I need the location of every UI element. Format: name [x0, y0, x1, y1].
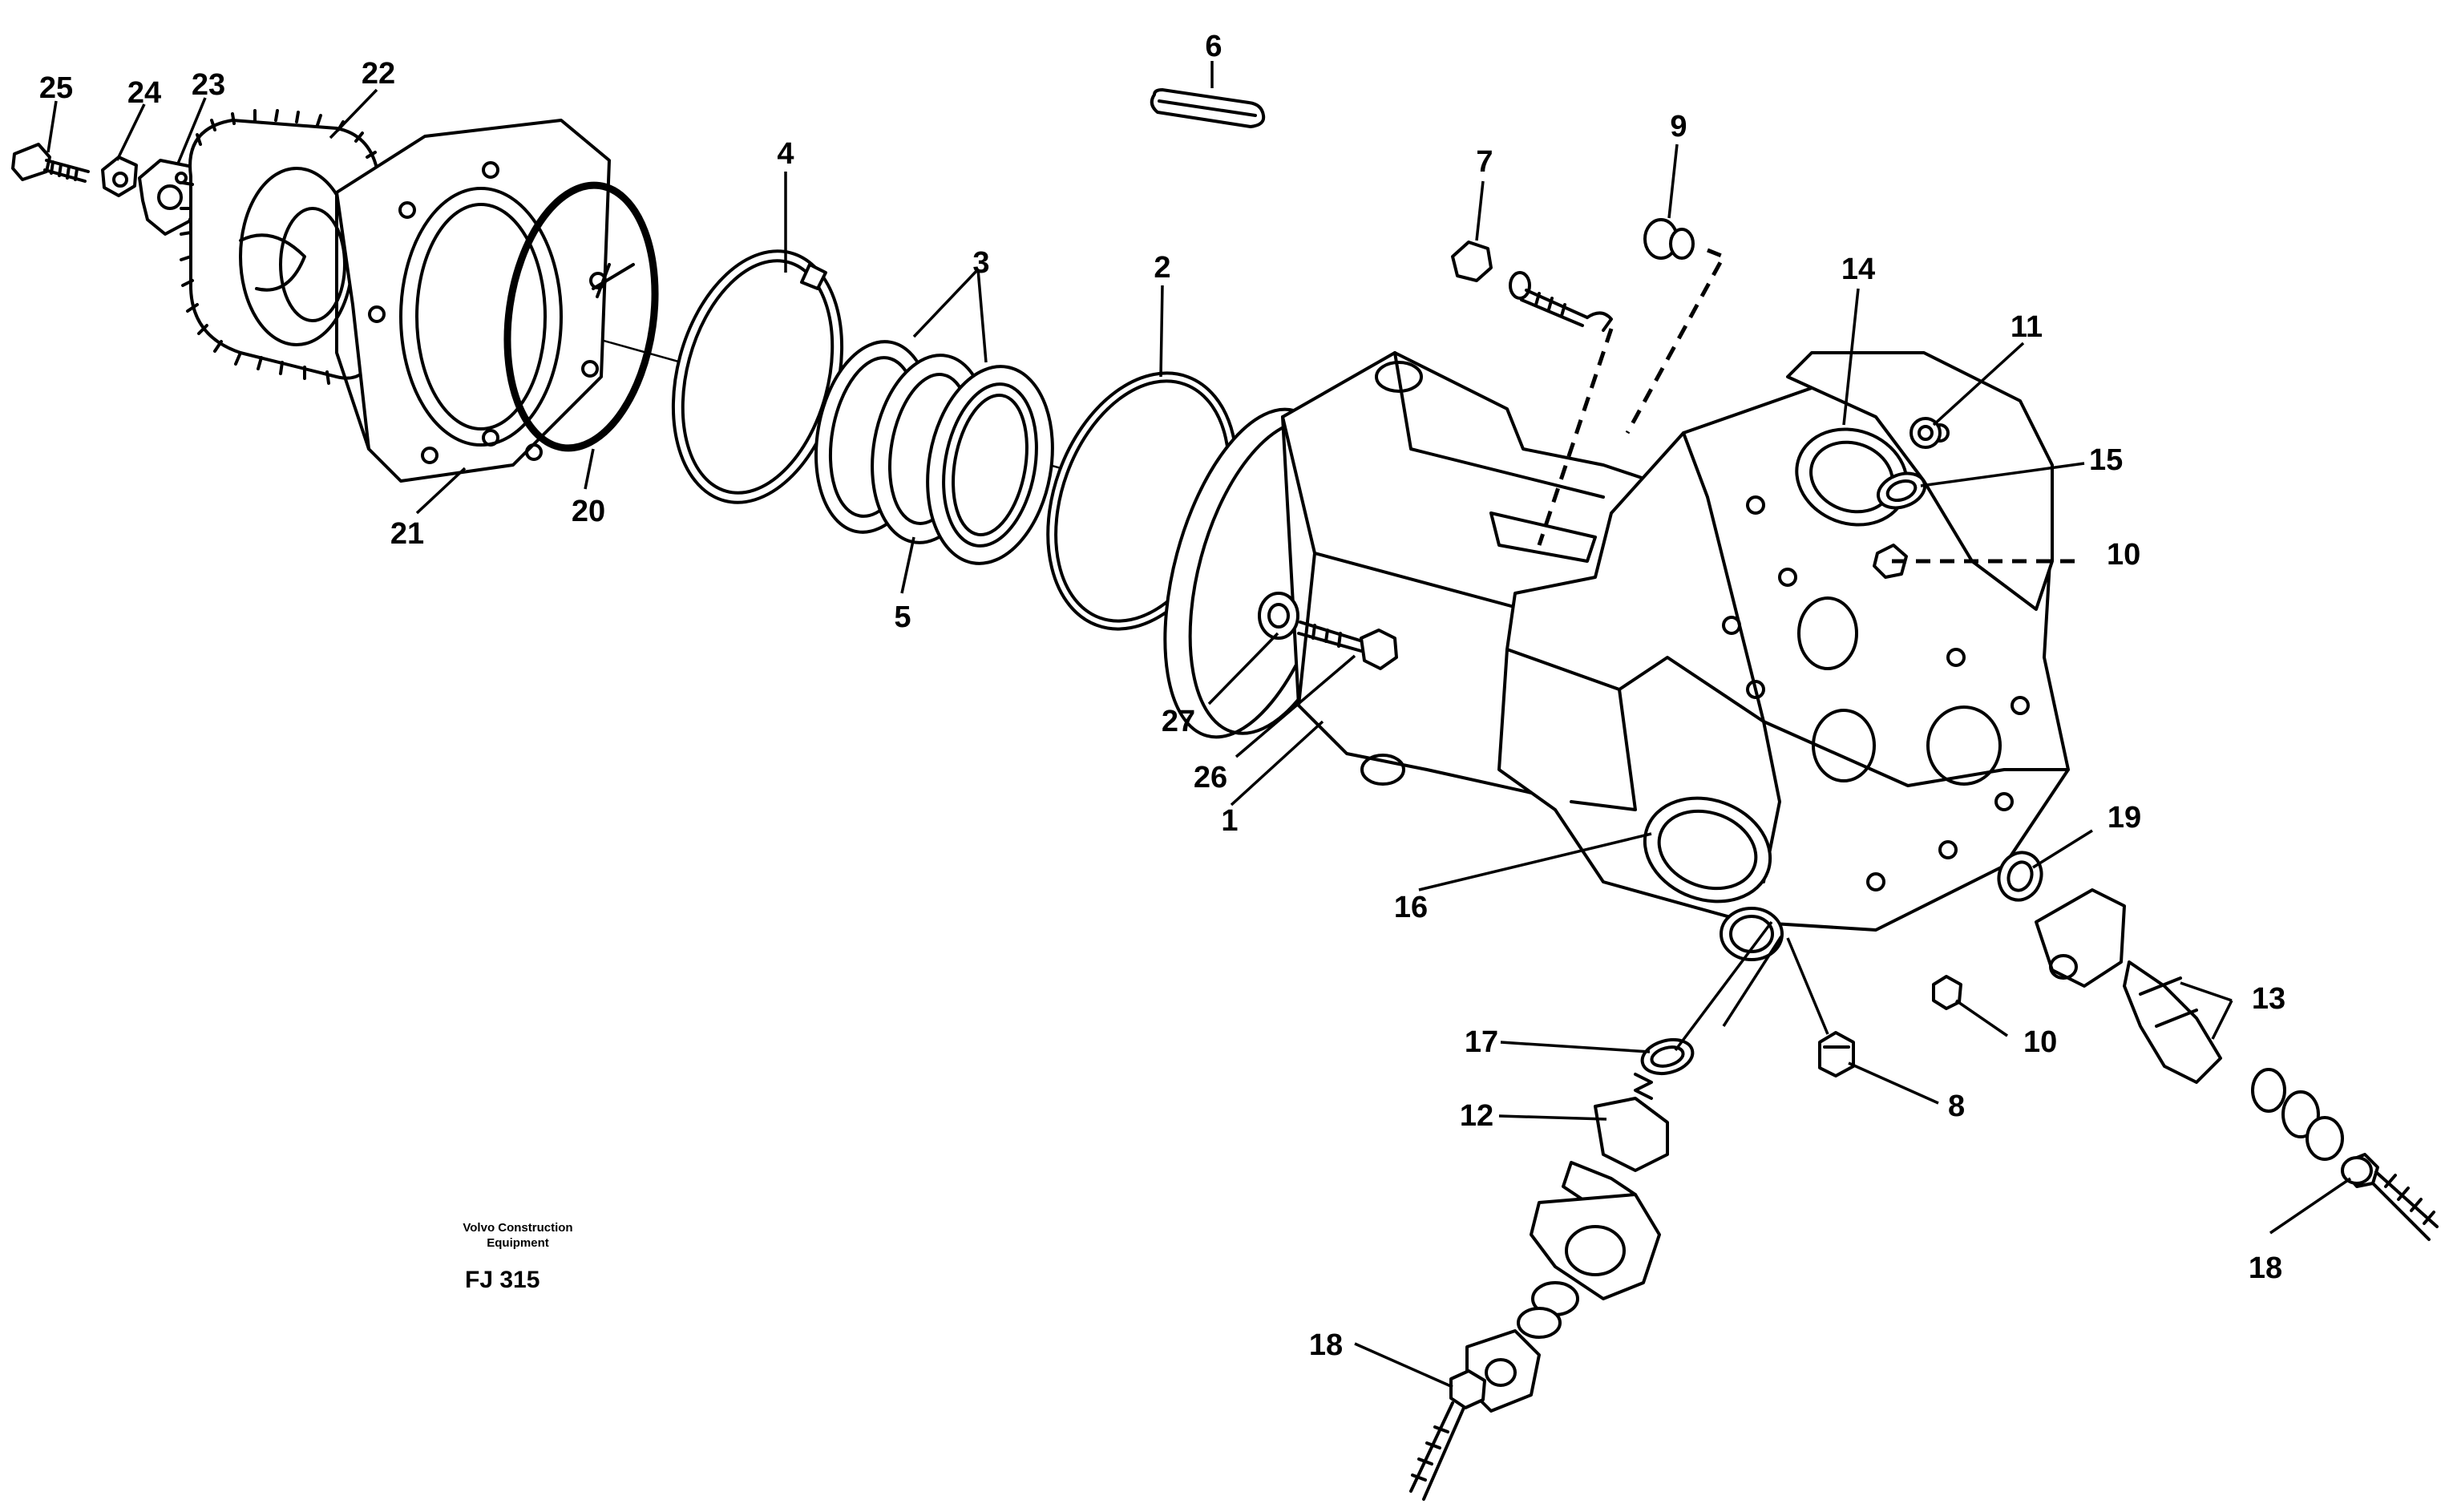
- part-6-key: [1150, 88, 1266, 128]
- part-27-washer: [1258, 592, 1299, 640]
- part-22-gear: [180, 109, 378, 385]
- callout-18-lower: 18: [1309, 1328, 1343, 1362]
- callout-20: 20: [572, 495, 605, 528]
- callout-2: 2: [1154, 251, 1170, 285]
- callout-13: 13: [2252, 982, 2285, 1016]
- callout-4: 4: [777, 137, 794, 171]
- callout-17: 17: [1465, 1025, 1498, 1059]
- callout-15: 15: [2089, 443, 2123, 477]
- part-25-bolt: [11, 143, 90, 183]
- part-20-o-ring: [503, 181, 659, 452]
- callout-26: 26: [1194, 761, 1227, 794]
- callout-19: 19: [2108, 801, 2141, 835]
- callout-23: 23: [192, 68, 225, 102]
- part-17-seal-ring: [1640, 1037, 1695, 1076]
- callout-24: 24: [127, 76, 161, 110]
- callout-12: 12: [1460, 1099, 1493, 1133]
- callout-1: 1: [1221, 804, 1238, 838]
- part-valve-block: [1497, 351, 2070, 961]
- callout-18-upper: 18: [2249, 1251, 2282, 1285]
- part-18-lock-nut-lower: [1409, 1369, 1486, 1501]
- part-15-seal-ring: [1876, 471, 1927, 510]
- callout-9: 9: [1670, 110, 1687, 144]
- callout-10-lower: 10: [2023, 1025, 2057, 1059]
- callout-5: 5: [894, 600, 911, 634]
- caption-figure-code: FJ 315: [465, 1267, 540, 1293]
- part-13-relief-valve-right: [2035, 888, 2439, 1241]
- leader-lines: [46, 61, 2351, 1389]
- callout-3: 3: [972, 246, 989, 280]
- install-path-9: [1625, 248, 1727, 435]
- callout-25: 25: [39, 71, 73, 105]
- callout-8: 8: [1948, 1090, 1965, 1123]
- callout-16: 16: [1394, 891, 1428, 924]
- callout-7: 7: [1476, 145, 1493, 179]
- part-21-flange-cover: [335, 119, 611, 483]
- figure-caption: Volvo Construction Equipment FJ 315: [463, 1221, 572, 1293]
- part-10-plug-upper: [1873, 544, 1908, 579]
- callout-10-upper: 10: [2107, 538, 2140, 572]
- part-10-plug-lower: [1932, 975, 1962, 1010]
- callout-labels: 25 24 23 22 21 20 4 3 5 2 6 7 9 14 11 15…: [39, 30, 2285, 1362]
- caption-company-line1: Volvo Construction: [463, 1221, 572, 1235]
- part-24-washer: [101, 156, 138, 197]
- callout-22: 22: [362, 57, 395, 91]
- part-8-plug: [1818, 1031, 1855, 1077]
- part-26-bolt: [1297, 621, 1398, 670]
- part-19-seal-ring: [1997, 851, 2043, 902]
- callout-21: 21: [390, 517, 424, 551]
- callout-11: 11: [2011, 310, 2043, 344]
- install-path-7: [1537, 328, 1614, 546]
- caption-company-line2: Equipment: [487, 1236, 549, 1250]
- callout-6: 6: [1205, 30, 1222, 63]
- part-18-lock-nut-upper: [2341, 1156, 2373, 1185]
- part-9-plug: [1643, 218, 1695, 260]
- part-11-plug: [1910, 417, 1942, 449]
- callout-14: 14: [1841, 253, 1875, 286]
- callout-27: 27: [1162, 705, 1195, 738]
- part-12-relief-valve: [1465, 1073, 1669, 1413]
- part-3-seal-pair: [814, 340, 1054, 565]
- part-7-adjust-screw: [1451, 241, 1613, 332]
